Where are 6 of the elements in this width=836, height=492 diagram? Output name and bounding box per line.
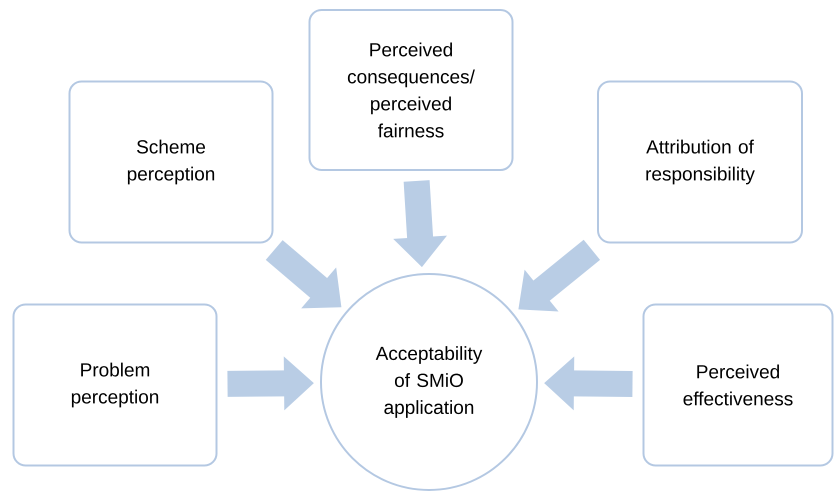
rounded-box: Problem perception — [12, 304, 218, 466]
rounded-box: Perceived consequences/ perceived fairness — [308, 9, 514, 171]
rounded-box: Scheme perception — [68, 80, 274, 244]
rounded-box: Attribution of responsibility — [597, 80, 803, 244]
rounded-box: Perceived effectiveness — [642, 304, 834, 466]
circle-node: Acceptability of SMiO application — [320, 273, 538, 491]
